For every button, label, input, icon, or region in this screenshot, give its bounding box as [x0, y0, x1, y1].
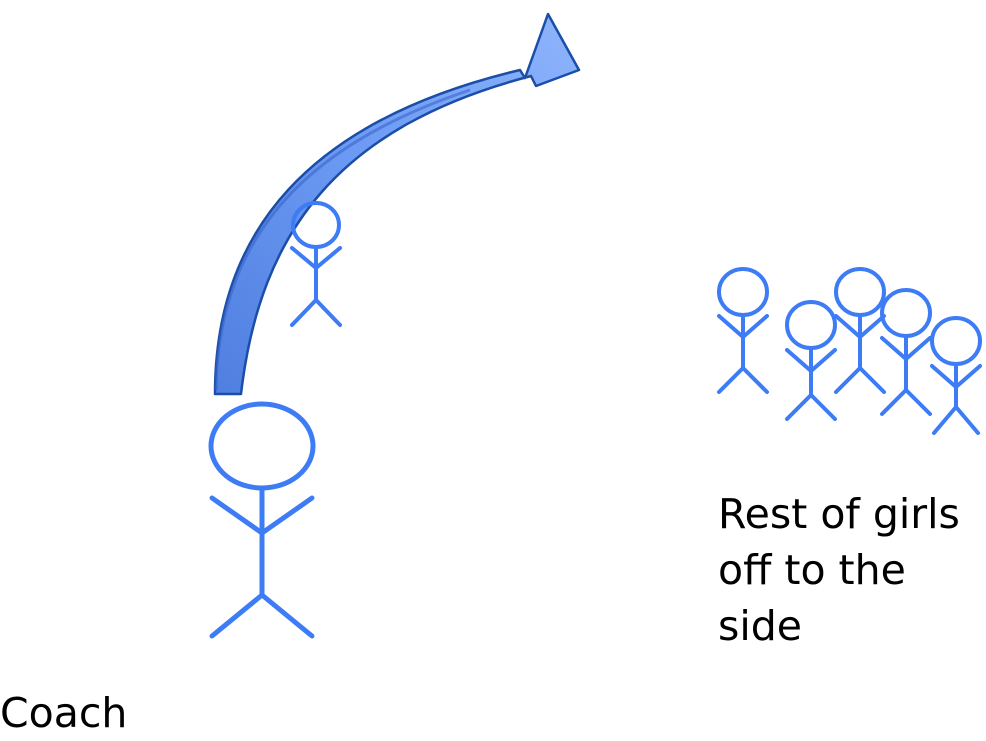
coach-right-arm: [262, 498, 312, 533]
rest-of-girls-label: Rest of girls off to the side: [718, 486, 986, 654]
coach-head: [211, 404, 313, 488]
thrown-girl-head: [293, 203, 339, 247]
rest-of-girls-label-line-2: off to the: [718, 542, 986, 598]
girl-figure-3: [836, 269, 884, 392]
coach-left-leg: [212, 595, 262, 636]
arrow-inner-shading: [216, 90, 470, 390]
thrown-girl-right-arm: [316, 248, 340, 268]
girl-figure-2: [787, 302, 835, 419]
coach-left-arm: [212, 498, 262, 533]
thrown-girl-left-arm: [292, 248, 316, 268]
girl-figure-1: [719, 269, 767, 392]
thrown-girl-right-leg: [316, 300, 340, 325]
thrown-girl-left-leg: [292, 300, 316, 325]
coach-label: Coach: [0, 685, 127, 741]
rest-of-girls-group: [719, 269, 980, 433]
rest-of-girls-label-line-3: side: [718, 598, 986, 654]
curved-arrow: [215, 14, 579, 394]
coach-figure: [211, 404, 313, 636]
girl-figure-5: [932, 318, 980, 433]
arrow-body: [215, 14, 579, 394]
girl-figure-4: [882, 290, 930, 414]
coach-right-leg: [262, 595, 312, 636]
rest-of-girls-label-line-1: Rest of girls: [718, 486, 986, 542]
